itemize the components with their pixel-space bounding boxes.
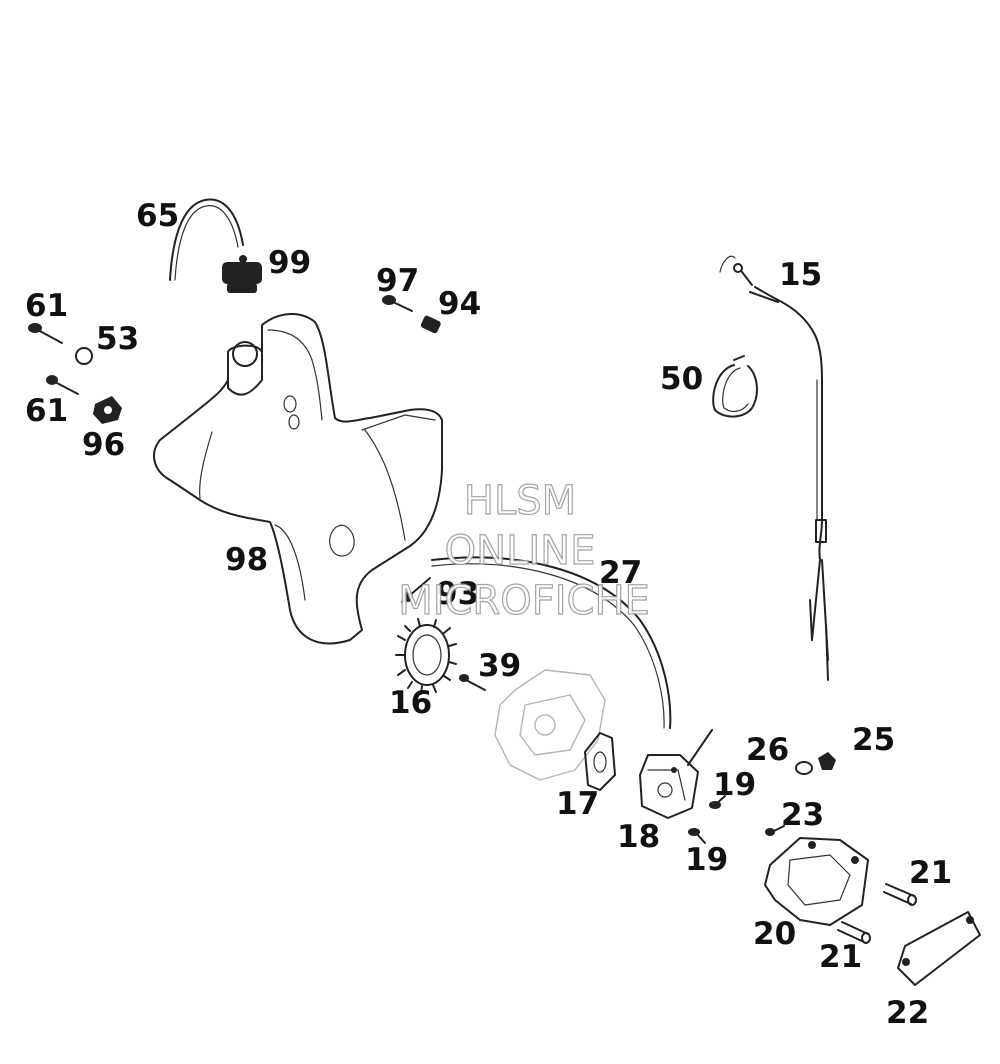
watermark-line-3: MICROFICHE (398, 578, 650, 624)
part-27-oil-line (431, 556, 672, 729)
label-22: 22 (886, 995, 929, 1031)
label-94: 94 (438, 286, 481, 322)
part-61-bolt-top (28, 323, 63, 344)
part-61-bolt-bottom (46, 375, 79, 395)
part-17-gasket (584, 732, 616, 791)
label-19-lower: 19 (685, 842, 728, 878)
part-94-sleeve (420, 315, 441, 334)
part-18-oil-pump (639, 729, 713, 819)
part-21-pin-lower (837, 921, 871, 944)
watermark-line-1: HLSM (464, 478, 576, 524)
label-23: 23 (781, 797, 824, 833)
part-20-cover (764, 837, 869, 926)
label-99: 99 (268, 245, 311, 281)
label-50: 50 (660, 361, 703, 397)
label-16: 16 (389, 685, 432, 721)
part-16-gear (395, 618, 457, 695)
label-39: 39 (478, 648, 521, 684)
part-25-nut (818, 752, 836, 770)
part-50-clamp-strap (712, 355, 758, 418)
label-19-upper: 19 (713, 767, 756, 803)
part-number-labels: 65 99 97 94 61 53 61 96 15 50 98 27 93 3… (25, 198, 952, 1031)
watermark: HLSM ONLINE MICROFICHE (398, 477, 651, 624)
part-93-fitting (401, 577, 431, 603)
part-22-cover-gasket (897, 911, 981, 986)
label-26: 26 (746, 732, 789, 768)
label-98: 98 (225, 542, 268, 578)
label-93: 93 (436, 576, 479, 612)
label-96: 96 (82, 427, 125, 463)
part-98-fuel-tank (153, 313, 443, 645)
label-65: 65 (136, 198, 179, 234)
part-23-screw (765, 825, 785, 836)
part-96-nut (93, 396, 122, 424)
label-21-upper: 21 (909, 855, 952, 891)
label-61-top: 61 (25, 288, 68, 324)
label-53: 53 (96, 321, 139, 357)
label-21-lower: 21 (819, 939, 862, 975)
label-18: 18 (617, 819, 660, 855)
part-97-bolt (382, 295, 413, 312)
part-19-screw-upper (709, 795, 726, 809)
watermark-line-2: ONLINE (445, 528, 596, 574)
part-53-washer (75, 347, 93, 365)
part-99-fuel-cap (222, 255, 262, 293)
part-19-screw-lower (688, 828, 706, 844)
label-20: 20 (753, 916, 796, 952)
part-39-screw (459, 674, 486, 691)
label-17: 17 (556, 786, 599, 822)
part-26-washer (795, 761, 813, 775)
part-15-cable (719, 255, 829, 681)
label-97: 97 (376, 263, 419, 299)
label-15: 15 (779, 257, 822, 293)
label-27: 27 (599, 555, 642, 591)
part-65-breather-hose (169, 198, 244, 281)
label-61-bottom: 61 (25, 393, 68, 429)
pump-housing (494, 669, 606, 781)
label-25: 25 (852, 722, 895, 758)
part-21-pin-upper (883, 883, 917, 906)
